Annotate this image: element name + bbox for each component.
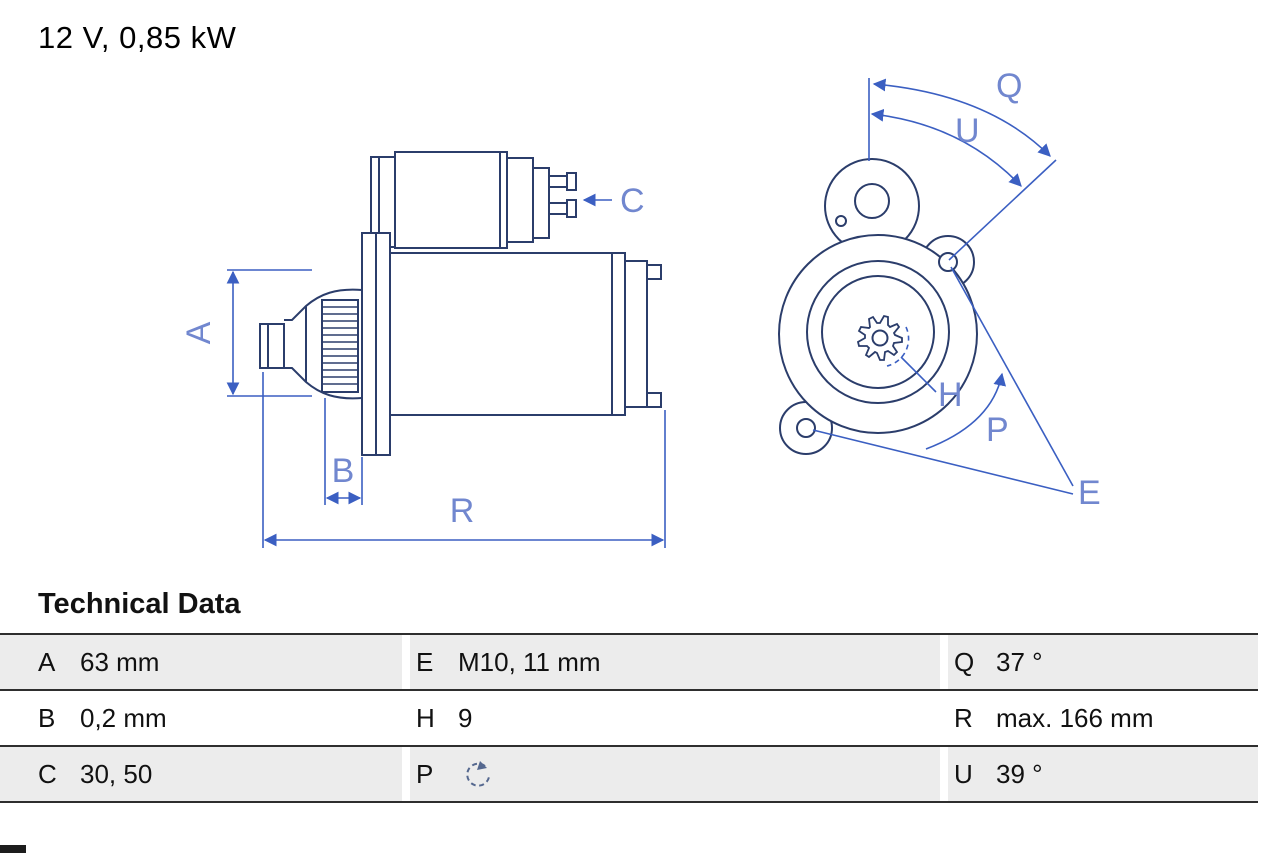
mount-lug-top — [646, 264, 662, 280]
dim-leader-e-bottom — [812, 429, 1074, 495]
drive-shaft — [259, 323, 285, 369]
dim-label-h: H — [938, 376, 963, 414]
terminal-block — [532, 167, 550, 239]
dim-label-a: A — [180, 321, 218, 344]
dim-arc-p — [925, 372, 1007, 450]
dim-label-p: P — [986, 411, 1009, 449]
table-row: A 63 mm E M10, 11 mm Q 37 ° — [0, 633, 1258, 689]
dim-label-q: Q — [996, 67, 1022, 105]
param-value: 30, 50 — [80, 758, 153, 789]
terminal-stud-bottom — [548, 202, 568, 215]
param-value: 63 mm — [80, 646, 160, 677]
table-cell-r: R max. 166 mm — [948, 691, 1258, 745]
table-cell-u: U 39 ° — [948, 747, 1258, 801]
param-value: 0,2 mm — [80, 702, 167, 733]
param-key: B — [38, 702, 56, 733]
corner-mark — [0, 845, 26, 853]
param-key: Q — [954, 646, 975, 677]
dim-label-e: E — [1078, 474, 1101, 512]
param-value: max. 166 mm — [996, 702, 1154, 733]
param-value: M10, 11 mm — [458, 646, 601, 677]
param-key: E — [416, 646, 434, 677]
table-cell-h: H 9 — [410, 691, 940, 745]
param-key: H — [416, 702, 435, 733]
solenoid-cap — [506, 157, 534, 243]
param-key: P — [416, 758, 434, 789]
solenoid-body — [394, 151, 508, 249]
table-cell-p: P — [410, 747, 940, 801]
param-key: U — [954, 758, 973, 789]
dim-leader-h — [900, 356, 937, 393]
mount-lug-bottom — [646, 392, 662, 408]
front-view-dimensions — [812, 78, 1074, 495]
table-cell-q: Q 37 ° — [948, 635, 1258, 689]
param-value: 39 ° — [996, 758, 1043, 789]
product-spec-title: 12 V, 0,85 kW — [38, 20, 237, 55]
dim-label-b: B — [332, 452, 355, 490]
dim-ref-bolt-line — [948, 159, 1057, 261]
technical-drawing: A B C R Q U H P E — [180, 67, 1101, 548]
technical-data-table: A 63 mm E M10, 11 mm Q 37 ° B 0,2 mm — [0, 633, 1258, 803]
technical-data-heading: Technical Data — [38, 588, 241, 620]
dim-arc-u — [870, 108, 1022, 187]
pinion-gear-teeth — [322, 306, 358, 385]
dim-leader-e-top — [950, 266, 1074, 487]
param-key: R — [954, 702, 973, 733]
technical-data-section: Technical Data A 63 mm E M10, 11 mm Q 37… — [0, 584, 1280, 803]
param-key: C — [38, 758, 57, 789]
motor-body — [389, 252, 626, 416]
dim-arc-q — [872, 78, 1051, 157]
side-view-outline — [259, 151, 662, 456]
table-cell-c: C 30, 50 — [0, 747, 402, 801]
param-value: 9 — [458, 702, 473, 733]
table-cell-e: E M10, 11 mm — [410, 635, 940, 689]
dim-label-u: U — [955, 112, 980, 150]
ear-pilot-hole — [835, 215, 847, 227]
shaft-center-hole — [871, 329, 889, 347]
dim-label-c: C — [620, 182, 645, 220]
side-view-dimensions — [226, 193, 666, 548]
table-cell-a: A 63 mm — [0, 635, 402, 689]
end-cap — [624, 260, 648, 408]
dimension-labels: A B C R Q U H P E — [180, 67, 1101, 530]
ear-hole — [854, 183, 890, 219]
param-key: A — [38, 646, 56, 677]
param-value: 37 ° — [996, 646, 1043, 677]
table-row: C 30, 50 P U 39 ° — [0, 745, 1258, 801]
rotation-ccw-icon — [466, 761, 490, 787]
bolt-hole-bottom-left — [796, 418, 816, 438]
terminal-stud-top — [548, 175, 568, 188]
table-cell-b: B 0,2 mm — [0, 691, 402, 745]
table-row: B 0,2 mm H 9 R max. 166 mm — [0, 689, 1258, 745]
dim-label-r: R — [450, 492, 475, 530]
